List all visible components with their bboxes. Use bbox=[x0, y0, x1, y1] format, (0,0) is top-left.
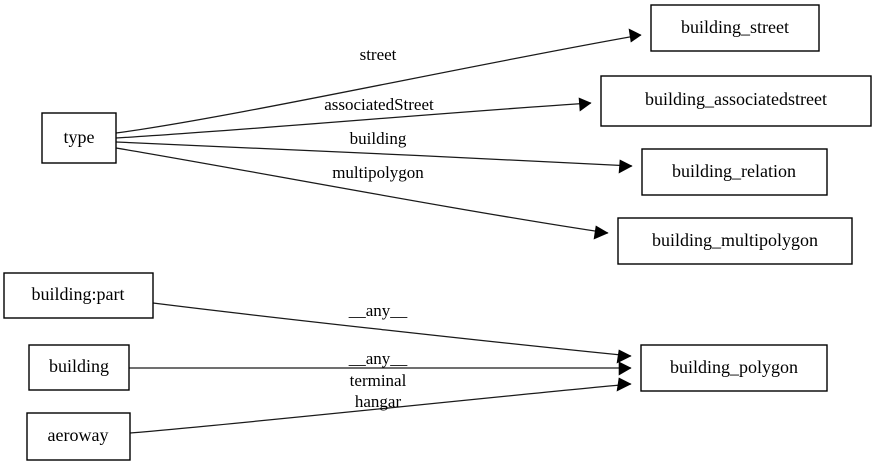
arrowhead-icon bbox=[618, 361, 632, 376]
node-building-polygon[interactable]: building_polygon bbox=[640, 344, 828, 392]
edge-type-to-building-associatedstreet[interactable] bbox=[115, 97, 592, 139]
node-box bbox=[600, 75, 872, 127]
node-box bbox=[640, 344, 828, 392]
node-box bbox=[641, 148, 828, 196]
arrowhead-icon bbox=[616, 377, 632, 392]
node-type[interactable]: type bbox=[41, 112, 117, 164]
edge-label-associatedstreet: associatedStreet bbox=[324, 95, 434, 114]
edge-line bbox=[115, 147, 609, 234]
node-label: building_relation bbox=[672, 161, 796, 181]
edge-line bbox=[152, 302, 632, 357]
edge-labels-group: street associatedStreet building multipo… bbox=[324, 45, 434, 411]
node-label: building_associatedstreet bbox=[645, 89, 827, 109]
arrowhead-icon bbox=[593, 225, 609, 240]
edge-line bbox=[115, 141, 633, 167]
node-building-associatedstreet[interactable]: building_associatedstreet bbox=[600, 75, 872, 127]
node-box bbox=[41, 112, 117, 164]
edge-buildingpart-to-building-polygon[interactable] bbox=[152, 302, 632, 364]
node-box bbox=[3, 272, 154, 319]
node-building-street[interactable]: building_street bbox=[650, 4, 820, 52]
node-building-relation[interactable]: building_relation bbox=[641, 148, 828, 196]
node-label: building_multipolygon bbox=[652, 230, 818, 250]
arrowhead-icon bbox=[628, 28, 642, 43]
node-building-part[interactable]: building:part bbox=[3, 272, 154, 319]
edge-label-multipolygon: multipolygon bbox=[332, 163, 424, 182]
edge-label-any-buildingpart: __any__ bbox=[348, 301, 408, 320]
edges-group bbox=[115, 28, 642, 434]
edge-line bbox=[115, 102, 592, 139]
node-box bbox=[650, 4, 820, 52]
edge-line bbox=[129, 383, 632, 434]
edge-label-building: building bbox=[350, 129, 407, 148]
node-label: building bbox=[49, 356, 109, 376]
edge-type-to-building-street[interactable] bbox=[115, 28, 642, 134]
node-box bbox=[26, 412, 131, 461]
edge-type-to-building-multipolygon[interactable] bbox=[115, 147, 609, 240]
edge-aeroway-to-building-polygon[interactable] bbox=[129, 377, 632, 434]
edge-label-any-building: __any__ bbox=[348, 349, 408, 368]
nodes-group: type building_street building_associated… bbox=[3, 4, 872, 461]
arrowhead-icon bbox=[616, 349, 632, 364]
edge-line bbox=[115, 34, 642, 134]
node-label: building_street bbox=[681, 17, 789, 37]
edge-building-to-building-polygon[interactable] bbox=[129, 361, 632, 376]
arrowhead-icon bbox=[578, 97, 592, 112]
node-box bbox=[617, 217, 853, 265]
edge-type-to-building-relation[interactable] bbox=[115, 141, 633, 174]
node-aeroway[interactable]: aeroway bbox=[26, 412, 131, 461]
node-label: aeroway bbox=[48, 425, 109, 445]
edge-label-hangar: hangar bbox=[355, 392, 402, 411]
node-building-multipolygon[interactable]: building_multipolygon bbox=[617, 217, 853, 265]
edge-label-terminal: terminal bbox=[350, 371, 407, 390]
node-label: type bbox=[64, 127, 95, 147]
edge-label-street: street bbox=[360, 45, 397, 64]
arrowhead-icon bbox=[618, 159, 633, 174]
node-building[interactable]: building bbox=[28, 344, 130, 391]
node-box bbox=[28, 344, 130, 391]
node-label: building_polygon bbox=[670, 357, 798, 377]
node-label: building:part bbox=[32, 284, 125, 304]
